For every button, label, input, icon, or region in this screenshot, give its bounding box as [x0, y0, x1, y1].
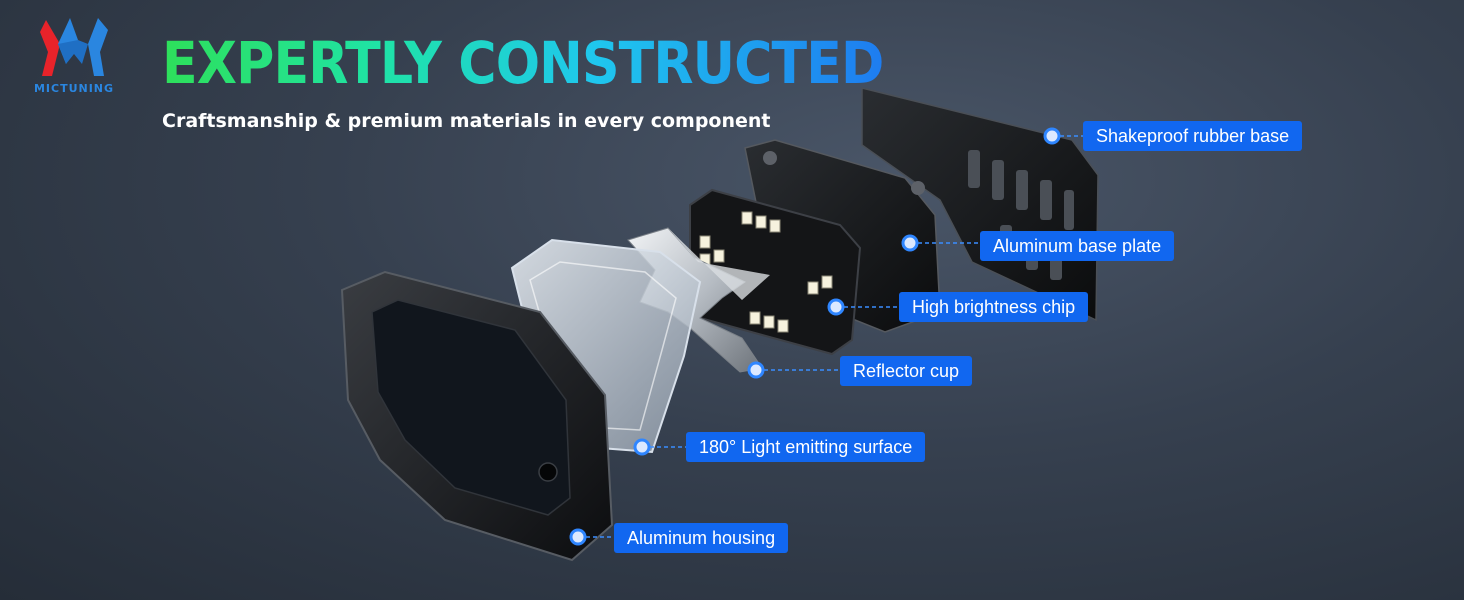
callout-light-emitting-surface: 180° Light emitting surface — [686, 432, 926, 462]
callout-aluminum-housing: Aluminum housing — [614, 523, 789, 553]
housing-part — [340, 270, 614, 562]
marker-dot — [827, 298, 845, 316]
callout-aluminum-base-plate: Aluminum base plate — [980, 231, 1175, 261]
marker-dot — [1043, 127, 1061, 145]
brand-logo: MICTUNING — [22, 14, 126, 100]
marker-dot — [901, 234, 919, 252]
marker-dot — [747, 361, 765, 379]
page-subheadline: Craftsmanship & premium materials in eve… — [162, 110, 771, 132]
callout-shakeproof-rubber-base: Shakeproof rubber base — [1083, 121, 1303, 151]
callout-high-brightness-chip: High brightness chip — [899, 292, 1089, 322]
brand-logo-text: MICTUNING — [33, 82, 115, 95]
led-board-part — [689, 188, 862, 356]
page-headline: EXPERTLY CONSTRUCTED — [162, 29, 884, 97]
marker-dot — [569, 528, 587, 546]
mictuning-logo-icon — [40, 18, 108, 76]
marker-dot — [633, 438, 651, 456]
callout-reflector-cup: Reflector cup — [840, 356, 973, 386]
